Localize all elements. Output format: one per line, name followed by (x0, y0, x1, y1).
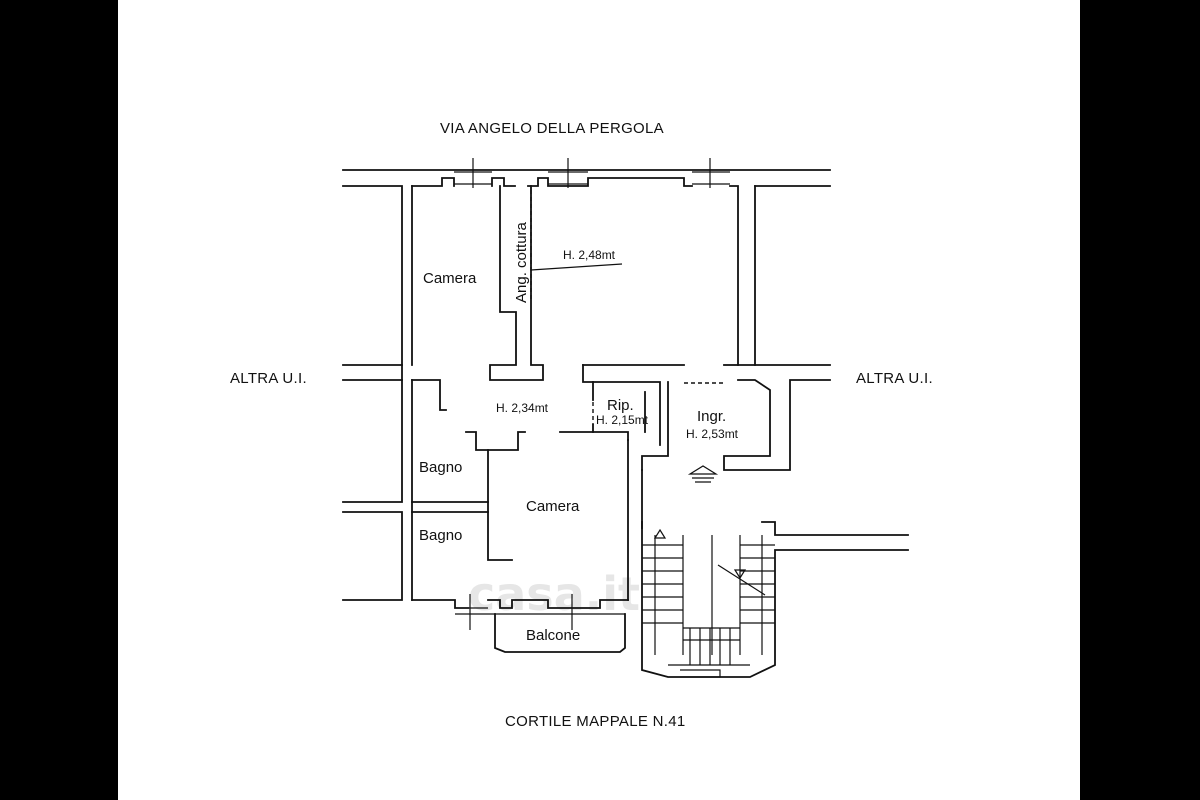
windows-bottom (469, 594, 573, 630)
room-label-balcone: Balcone (526, 627, 580, 644)
windows-top (454, 158, 730, 188)
street-label-top: VIA ANGELO DELLA PERGOLA (440, 120, 664, 137)
height-label-ingresso: H. 2,53mt (686, 427, 739, 441)
neighbor-label-right: ALTRA U.I. (856, 370, 933, 387)
floor-plan-sheet (118, 0, 1080, 800)
room-label-camera-top: Camera (423, 270, 477, 287)
walls (342, 169, 909, 678)
entrance-arrow-icon (687, 465, 719, 483)
room-label-camera-bottom: Camera (526, 498, 580, 515)
room-label-angolo-cottura: Ang. cottura (513, 221, 530, 303)
height-label-main: H. 2,48mt (563, 248, 616, 262)
height-leader-line (530, 263, 623, 271)
room-label-ripostiglio: Rip. (607, 397, 634, 414)
room-label-ingresso: Ingr. (697, 408, 726, 425)
height-label-corridor: H. 2,34mt (496, 401, 549, 415)
neighbor-label-left: ALTRA U.I. (230, 370, 307, 387)
room-label-bagno-1: Bagno (419, 459, 462, 476)
dashed-openings (530, 190, 724, 425)
room-label-bagno-2: Bagno (419, 527, 462, 544)
staircase (642, 528, 775, 678)
height-label-ripostiglio: H. 2,15mt (596, 413, 649, 427)
watermark: casa.it (468, 567, 640, 621)
street-label-bottom: CORTILE MAPPALE N.41 (505, 713, 686, 730)
